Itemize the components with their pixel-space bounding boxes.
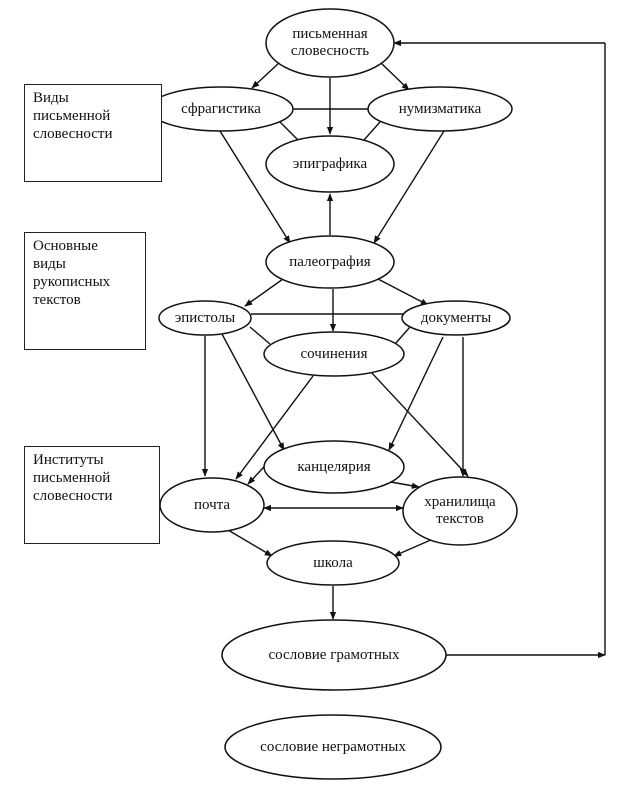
connector-19 [388, 336, 444, 451]
box-basic-line-4: текстов [33, 292, 81, 308]
box-basic-line-1: Основные [33, 238, 98, 254]
ellipse-dokumenty [401, 300, 511, 336]
ellipse-kantselyariya [263, 440, 405, 494]
connector-9 [244, 278, 284, 307]
box-institutes-line-2: письменной [33, 470, 111, 486]
connector-14 [394, 326, 411, 345]
connector-2 [379, 61, 410, 91]
ellipse-shkola [266, 540, 400, 586]
connector-0 [251, 61, 281, 89]
box-institutes: Институты письменной словесности [24, 446, 160, 544]
connector-24 [227, 529, 273, 557]
box-types-line-1: Виды [33, 90, 69, 106]
box-types-line-3: словесности [33, 126, 113, 142]
box-basic-line-2: виды [33, 256, 66, 272]
connector-4 [363, 121, 381, 141]
box-types-line-2: письменной [33, 108, 111, 124]
ellipse-sfragistika [148, 86, 294, 132]
box-basic-manuscript-types: Основные виды рукописных текстов [24, 232, 146, 350]
connector-11 [377, 278, 429, 306]
ellipse-epigrafika [265, 135, 395, 193]
box-basic-line-3: рукописных [33, 274, 111, 290]
ellipse-numizmatika [367, 86, 513, 132]
ellipse-soslovie_negramotnykh [224, 714, 442, 780]
connector-16 [221, 333, 285, 451]
connector-17 [235, 375, 314, 480]
connector-8 [373, 130, 445, 244]
ellipse-sochineniya [263, 331, 405, 377]
connector-25 [393, 538, 434, 557]
connector-13 [249, 326, 271, 345]
ellipse-epistoly [158, 300, 252, 336]
ellipse-soslovie_gramotnykh [221, 619, 447, 691]
ellipse-pochta [159, 477, 265, 533]
ellipse-pismennaya [265, 8, 395, 78]
box-types-of-written-word: Виды письменной словесности [24, 84, 162, 182]
box-institutes-line-1: Институты [33, 452, 104, 468]
connector-3 [279, 121, 299, 141]
box-institutes-line-3: словесности [33, 488, 113, 504]
ellipse-khranilishcha [402, 476, 518, 546]
ellipse-paleografiya [265, 235, 395, 289]
connector-18 [370, 371, 469, 477]
connector-6 [219, 130, 291, 244]
